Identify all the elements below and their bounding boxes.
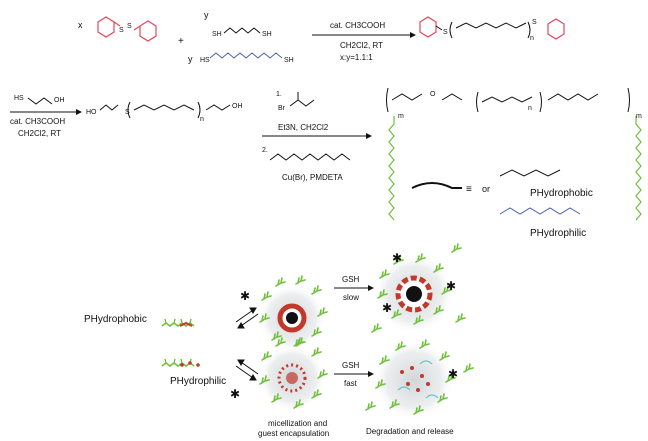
cond2-top: cat. CH3COOH — [10, 117, 65, 126]
hexanedithiol — [223, 27, 261, 34]
gsh-fast-top: GSH — [342, 361, 360, 370]
hydrophilic-chain — [161, 358, 200, 367]
gsh-fast-bottom: fast — [344, 379, 358, 388]
hexyl-spacer — [499, 169, 561, 177]
ether-spacer — [499, 207, 581, 215]
hexane-sh-right: SH — [262, 31, 272, 38]
legend-p-hydrophobic: PHydrophobic — [530, 188, 593, 199]
step1-cond: Et3N, CH2Cl2 — [278, 123, 329, 132]
cond1-top: cat. CH3COOH — [330, 21, 385, 30]
svg-text:✱: ✱ — [392, 251, 402, 265]
mercaptoethanol — [27, 97, 53, 105]
row3-p-hydrophilic: PHydrophilic — [170, 376, 226, 387]
step1-br: Br — [278, 105, 286, 112]
cond2-bot: CH2Cl2, RT — [18, 129, 61, 138]
bromoisobutyryl-bromide — [289, 92, 315, 107]
mercaptoethanol-oh: OH — [54, 97, 65, 104]
caption-micellization-2: guest encapsulation — [258, 429, 329, 438]
peg-dithiol — [209, 52, 283, 59]
oegma-monomer — [269, 153, 351, 161]
prod-s-right: S — [532, 19, 537, 26]
gsh-slow-top: GSH — [342, 275, 360, 284]
svg-text:✱: ✱ — [448, 367, 458, 381]
disulfide-s: S — [119, 27, 124, 34]
gsh-slow-bottom: slow — [343, 293, 359, 302]
dipyridyl-disulfide — [97, 16, 157, 42]
step2-number: 2. — [262, 147, 268, 154]
legend-p-hydrophilic: PHydrophilic — [530, 228, 586, 239]
caption-micellization-1: micellization and — [268, 419, 327, 428]
hydrophobic-chain — [161, 318, 195, 327]
svg-text:✱: ✱ — [446, 279, 456, 293]
intermediate-diol — [127, 101, 131, 119]
legend-or: or — [482, 184, 490, 194]
polydisulfide-product — [419, 16, 565, 40]
prod-n: n — [530, 35, 534, 42]
guest-star-bottom: ✱ — [230, 387, 240, 401]
intermediate-n: n — [200, 116, 204, 123]
hexane-sh-left: SH — [212, 31, 222, 38]
equilibrium-arrows-bottom — [235, 359, 259, 381]
plus-sign: + — [178, 36, 184, 47]
equilibrium-arrows-top — [235, 307, 259, 329]
guest-star-top: ✱ — [240, 289, 250, 303]
cond1-ratio: x:y=1.1:1 — [340, 53, 373, 62]
disulfide-s2: S — [127, 23, 132, 30]
peg-sh-left: HS — [200, 57, 210, 64]
coef-y-top: y — [204, 10, 209, 20]
step1-number: 1. — [276, 91, 282, 98]
micelle-hydrophilic — [258, 337, 328, 412]
legend-chain-symbol — [411, 182, 462, 189]
copolymer-m-left: m — [398, 113, 404, 120]
svg-text:✱: ✱ — [382, 301, 392, 315]
triblock-copolymer — [386, 87, 630, 113]
equiv-sign: ≡ — [466, 184, 472, 195]
micelle-hydrophobic — [258, 275, 328, 352]
step2-cond: Cu(Br), PMDETA — [282, 173, 343, 182]
mercaptoethanol-hs: HS — [14, 95, 24, 102]
intermediate-oh: OH — [232, 103, 243, 110]
copolymer-o: O — [430, 91, 436, 98]
intermediate-s: S — [125, 109, 130, 116]
cond1-mid: CH2Cl2, RT — [340, 41, 383, 50]
coef-y-bot: y — [188, 54, 193, 64]
coef-x: x — [78, 20, 83, 30]
degraded-micelle-fast: ✱ — [365, 339, 474, 420]
copolymer-m-right: m — [636, 113, 642, 120]
degraded-micelle-slow: ✱ ✱ ✱ — [371, 243, 466, 334]
peg-side-chain-left — [388, 116, 395, 221]
prod-s-left: S — [443, 29, 448, 36]
row3-p-hydrophobic: PHydrophobic — [84, 314, 147, 325]
intermediate-ho: HO — [86, 109, 97, 116]
peg-sh-right: SH — [284, 57, 294, 64]
copolymer-n: n — [528, 105, 532, 112]
peg-side-chain-right — [635, 116, 642, 221]
caption-degradation: Degradation and release — [366, 427, 454, 436]
